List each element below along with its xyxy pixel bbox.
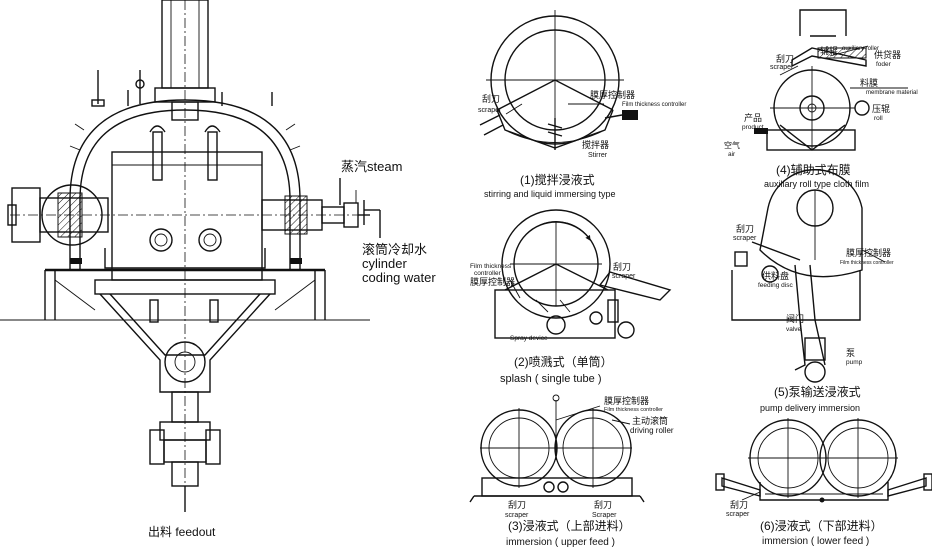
p5-pump-cn: 泵 xyxy=(846,348,855,358)
p1-scraper-en: scraper xyxy=(478,107,502,114)
p1-caption-cn: (1)搅拌浸液式 xyxy=(520,172,595,187)
p5-valve-cn: 阀门 xyxy=(786,313,804,324)
p5-caption-en: pump delivery immersion xyxy=(760,403,860,413)
p6-scraper-cn: 刮刀 xyxy=(730,499,748,510)
p5-disc-en: feeding disc xyxy=(758,282,793,289)
p1-scraper-cn: 刮刀 xyxy=(482,93,500,104)
cooling-water-label-en-2: coding water xyxy=(362,270,436,285)
steam-label: 蒸汽steam xyxy=(341,159,402,174)
p3-drive-cn: 主动滚筒 xyxy=(632,415,668,426)
p3-caption-cn: (3)浸液式（上部进料） xyxy=(508,518,631,533)
p4-air-cn: 空气 xyxy=(724,140,740,150)
panel-pump-delivery: 刮刀 scraper 膜厚控制器 Film thickness controll… xyxy=(731,169,894,413)
p3-drive-en: driving roller xyxy=(630,426,674,435)
p5-disc-cn: 供料盘 xyxy=(762,270,789,281)
p2-caption-cn: (2)喷溅式（单筒） xyxy=(514,354,613,369)
p5-valve-en: valve xyxy=(786,326,802,333)
p3-scraper-left-en: scraper xyxy=(505,512,529,519)
p4-scraper-cn: 刮刀 xyxy=(776,53,794,64)
main-drum-dryer: 蒸汽steam 滚筒冷却水 cylinder coding water 出料 f… xyxy=(0,0,436,539)
p4-aux-cn: 辅辊 xyxy=(820,45,838,56)
p6-caption-cn: (6)浸液式（下部进料） xyxy=(760,518,883,533)
p5-pump-en: pump xyxy=(846,359,863,366)
p3-scraper-right-cn: 刮刀 xyxy=(594,499,612,510)
p3-ftc-en: Film thickness controller xyxy=(604,407,663,413)
p4-roll-cn: 压辊 xyxy=(872,103,890,114)
p1-caption-en: stirring and liquid immersing type xyxy=(484,189,616,199)
p4-air-en: air xyxy=(728,151,736,158)
p5-ftc-cn: 膜厚控制器 xyxy=(846,247,891,258)
panel-auxiliary-roll: 刮刀 scraper 辅辊 auxiliary roller 供贷器 foder… xyxy=(724,9,918,189)
p1-stirrer-en: Stirrer xyxy=(588,152,608,159)
p4-aux-en: auxiliary roller xyxy=(842,46,879,52)
panel-immersion-lower-feed: 刮刀 scraper (6)浸液式（下部进料） immersion ( lowe… xyxy=(715,418,932,547)
p2-scraper-en: scraper xyxy=(612,273,636,280)
p1-stirrer-cn: 搅拌器 xyxy=(582,139,609,150)
p5-scraper-cn: 刮刀 xyxy=(736,223,754,234)
p6-caption-en: immersion ( lower feed ) xyxy=(762,536,869,547)
p4-material-en: membrane material xyxy=(866,90,918,96)
p3-ftc-cn: 膜厚控制器 xyxy=(604,395,649,406)
p2-ftc-en-2: controller xyxy=(474,270,502,277)
p2-spray-en: Spray device xyxy=(510,335,548,342)
p5-caption-cn: (5)泵输送浸液式 xyxy=(774,384,861,399)
p4-feeder-cn: 供贷器 xyxy=(874,49,901,60)
p2-scraper-cn: 刮刀 xyxy=(613,261,631,272)
p4-caption-en: auxiliary roll type cloth film xyxy=(764,179,869,189)
p4-scraper-en: scraper xyxy=(770,64,794,71)
cooling-water-label-en-1: cylinder xyxy=(362,256,407,271)
p4-product-en: product xyxy=(742,124,764,131)
p5-ftc-en: Film thickness controller xyxy=(840,260,894,266)
panel-stirring-immersion: 刮刀 scraper 膜厚控制器 Film thickness controll… xyxy=(478,10,686,199)
p6-scraper-en: scraper xyxy=(726,511,750,518)
p4-feeder-en: foder xyxy=(876,61,892,68)
panel-immersion-upper-feed: 膜厚控制器 Film thickness controller 主动滚筒 dri… xyxy=(469,394,674,548)
p3-scraper-left-cn: 刮刀 xyxy=(508,499,526,510)
feedout-label: 出料 feedout xyxy=(148,525,216,539)
p4-material-cn: 料膜 xyxy=(860,77,878,88)
p2-caption-en: splash ( single tube ) xyxy=(500,373,602,385)
p3-scraper-right-en: Scraper xyxy=(592,512,617,519)
p2-ftc-cn: 膜厚控制器 xyxy=(470,276,515,287)
p3-caption-en: immersion ( upper feed ) xyxy=(506,537,615,548)
p4-product-cn: 产品 xyxy=(744,112,762,123)
p4-roll-en: roll xyxy=(874,115,883,122)
panel-splash-single-tube: Film thickness controller 膜厚控制器 刮刀 scrap… xyxy=(470,209,672,385)
p5-scraper-en: scraper xyxy=(733,235,757,242)
p2-ftc-en-1: Film thickness xyxy=(470,263,512,270)
cooling-water-label-cn: 滚筒冷却水 xyxy=(362,242,427,257)
p1-ftc-cn: 膜厚控制器 xyxy=(590,89,635,100)
p1-ftc-en: Film thickness controller xyxy=(622,102,686,108)
